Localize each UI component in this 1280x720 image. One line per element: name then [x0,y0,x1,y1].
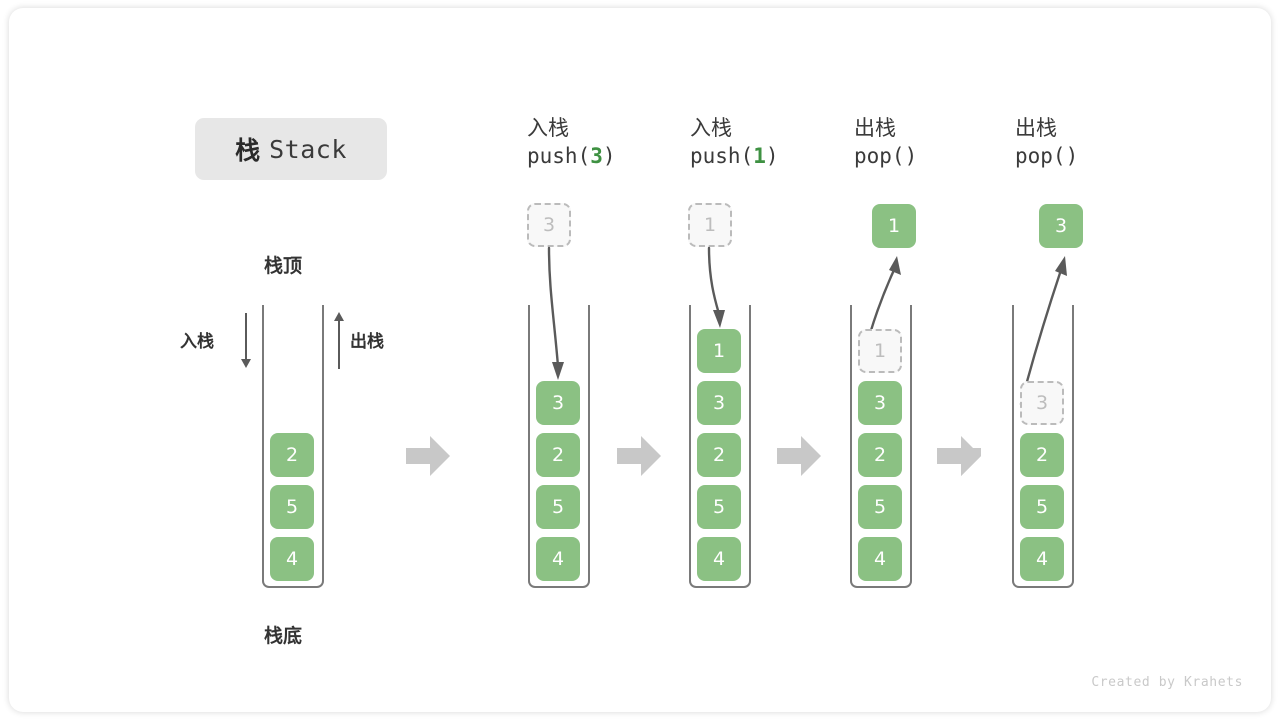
push-flow-arrow-icon [547,246,564,380]
stack-cell: 5 [858,485,902,529]
stack-bottom-label: 栈底 [264,625,303,647]
stack-container [528,305,590,588]
stack-cell: 1 [697,329,741,373]
step-header: 入栈 push(3) [527,115,616,170]
stack-cell: 4 [1020,537,1064,581]
stack-cell: 5 [697,485,741,529]
stack-cell: 3 [858,381,902,425]
stack-cell-ghost: 3 [1020,381,1064,425]
push-arrow-shaft [245,313,247,361]
stack-cell: 3 [536,381,580,425]
pop-arrow-head-icon [334,312,344,321]
stack-cell-ghost: 1 [858,329,902,373]
floating-cell-ghost: 1 [688,203,732,247]
step-header-code: push(1) [690,143,779,168]
floating-cell-ghost: 3 [527,203,571,247]
flow-arrow-icon [937,436,981,476]
push-arrow-head-icon [241,359,251,368]
stack-cell: 4 [270,537,314,581]
footer-credit: Created by Krahets [1091,675,1243,690]
stack-cell: 4 [858,537,902,581]
stack-cell: 5 [536,485,580,529]
stack-cell: 5 [1020,485,1064,529]
popped-cell: 3 [1039,204,1083,248]
stack-cell: 4 [697,537,741,581]
popped-cell: 1 [872,204,916,248]
step-header: 入栈 push(1) [690,115,779,170]
step-header-code: pop() [854,143,918,168]
push-flow-arrow-icon [707,246,725,328]
step-header-code: pop() [1015,143,1079,168]
flow-arrow-icon [777,436,821,476]
stack-container [262,305,324,588]
stack-top-label: 栈顶 [264,255,303,277]
step-header-cn: 入栈 [690,116,732,140]
stack-cell: 2 [1020,433,1064,477]
step-header-code: push(3) [527,143,616,168]
stack-cell: 3 [697,381,741,425]
step-header-cn: 入栈 [527,116,569,140]
flow-arrow-icon [406,436,450,476]
page-title: 栈 Stack [195,118,387,180]
stack-container [1012,305,1074,588]
overview-push-label: 入栈 [180,332,214,352]
step-header: 出栈 pop() [1015,115,1078,170]
stack-cell: 2 [536,433,580,477]
stack-cell: 5 [270,485,314,529]
stack-cell: 2 [697,433,741,477]
stack-container [689,305,751,588]
stack-cell: 2 [858,433,902,477]
step-header-cn: 出栈 [1015,116,1057,140]
pop-arrow-shaft [338,321,340,369]
page-title-latin: Stack [269,134,347,164]
stack-cell: 2 [270,433,314,477]
flow-arrow-icon [617,436,661,476]
page-title-cjk: 栈 [235,136,261,165]
step-header: 出栈 pop() [854,115,917,170]
stack-container [850,305,912,588]
overview-pop-label: 出栈 [350,332,384,352]
stack-cell: 4 [536,537,580,581]
diagram-card: 栈 Stack 栈顶 栈底 入栈 出栈 2 5 4 [9,8,1271,712]
step-header-cn: 出栈 [854,116,896,140]
